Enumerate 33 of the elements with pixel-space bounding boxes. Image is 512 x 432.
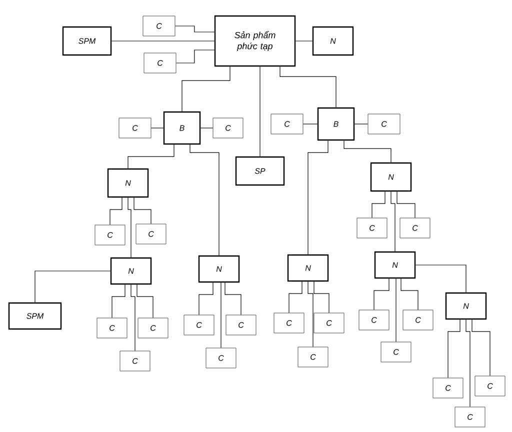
- connector-line: [176, 50, 215, 64]
- connector-line: [110, 197, 122, 226]
- connector-line: [344, 140, 392, 163]
- connector-line: [295, 40, 313, 42]
- connector-line: [198, 282, 214, 316]
- box: Sản phẩm phức tạp: [214, 15, 296, 67]
- connector-line: [308, 140, 328, 255]
- connector-line: [288, 281, 302, 314]
- connector-line: [472, 319, 490, 376]
- connector-line: [111, 40, 215, 42]
- connector-line: [374, 278, 390, 310]
- connector-line: [466, 319, 470, 408]
- connector-line: [128, 197, 132, 258]
- connector-line: [112, 284, 126, 318]
- connector-line: [134, 197, 152, 224]
- connector-line: [224, 282, 242, 316]
- connector-line: [174, 26, 215, 32]
- connector-line: [136, 284, 154, 318]
- connector-line: [390, 191, 396, 252]
- connector-line: [280, 66, 336, 108]
- connector-line: [130, 284, 136, 352]
- connector-line: [182, 66, 230, 112]
- connector-line: [400, 278, 418, 310]
- connector-line: [34, 270, 111, 303]
- connector-line: [220, 282, 222, 348]
- connector-line: [128, 144, 174, 169]
- connector-line: [314, 281, 330, 314]
- connector-line: [308, 281, 314, 348]
- connector-line: [415, 264, 466, 293]
- connector-line: [448, 319, 460, 378]
- connector-line: [190, 144, 220, 256]
- connector-line: [372, 191, 386, 218]
- connector-line: [396, 191, 416, 218]
